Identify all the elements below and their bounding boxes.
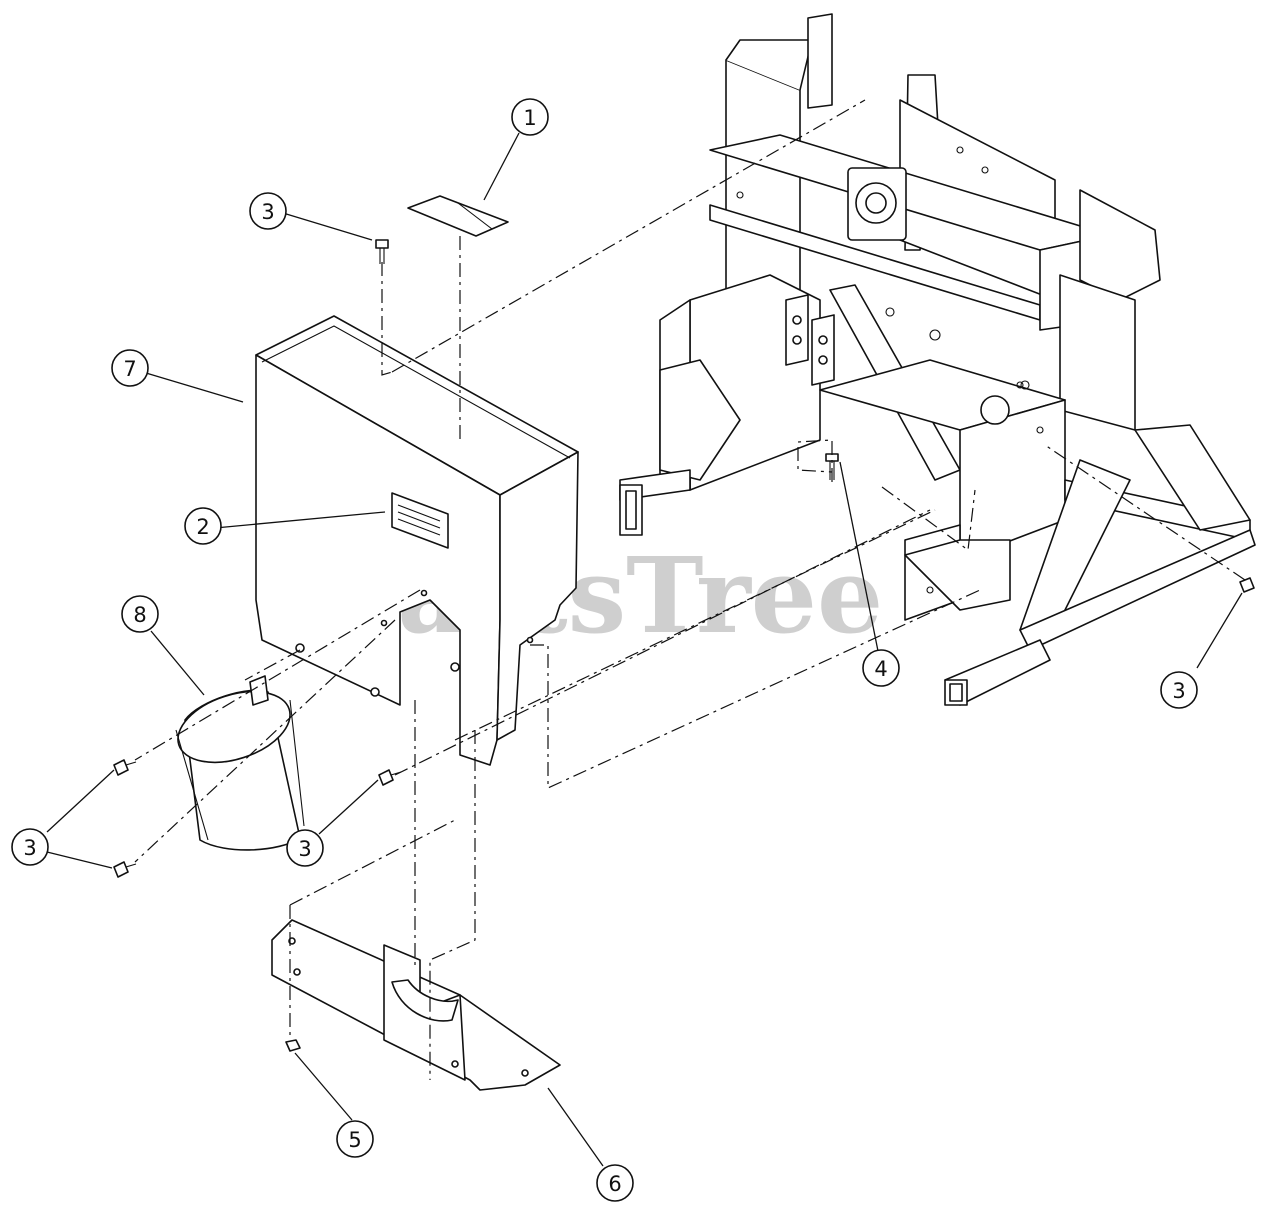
callout-4-label: 4 — [874, 657, 887, 681]
callout-7: 7 — [111, 349, 149, 387]
callout-5: 5 — [336, 1120, 374, 1158]
frame-assembly — [619, 13, 1256, 706]
projection-lines — [134, 99, 1246, 1080]
lower-shield-part — [271, 919, 561, 1091]
callout-3-center: 3 — [286, 829, 324, 867]
fasteners — [113, 239, 1255, 1052]
callout-1-label: 1 — [523, 106, 536, 130]
callout-3-top-label: 3 — [261, 200, 274, 224]
decal-part — [407, 195, 509, 237]
callout-2: 2 — [184, 507, 222, 545]
callout-3-right: 3 — [1160, 671, 1198, 709]
band-clamp-part — [175, 675, 305, 851]
callout-3-right-label: 3 — [1172, 679, 1185, 703]
belt-cover-part — [255, 315, 579, 766]
leaders — [46, 132, 1243, 1167]
callout-3-top: 3 — [249, 192, 287, 230]
callout-3-left-label: 3 — [23, 836, 36, 860]
callout-6-label: 6 — [608, 1172, 621, 1196]
callout-2-label: 2 — [196, 515, 209, 539]
callout-4: 4 — [862, 649, 900, 687]
callout-7-label: 7 — [123, 357, 136, 381]
callout-1: 1 — [511, 98, 549, 136]
callout-8: 8 — [121, 595, 159, 633]
callout-3-left: 3 — [11, 828, 49, 866]
callout-6: 6 — [596, 1164, 634, 1202]
callout-8-label: 8 — [133, 603, 146, 627]
callout-3-center-label: 3 — [298, 837, 311, 861]
callout-5-label: 5 — [348, 1128, 361, 1152]
